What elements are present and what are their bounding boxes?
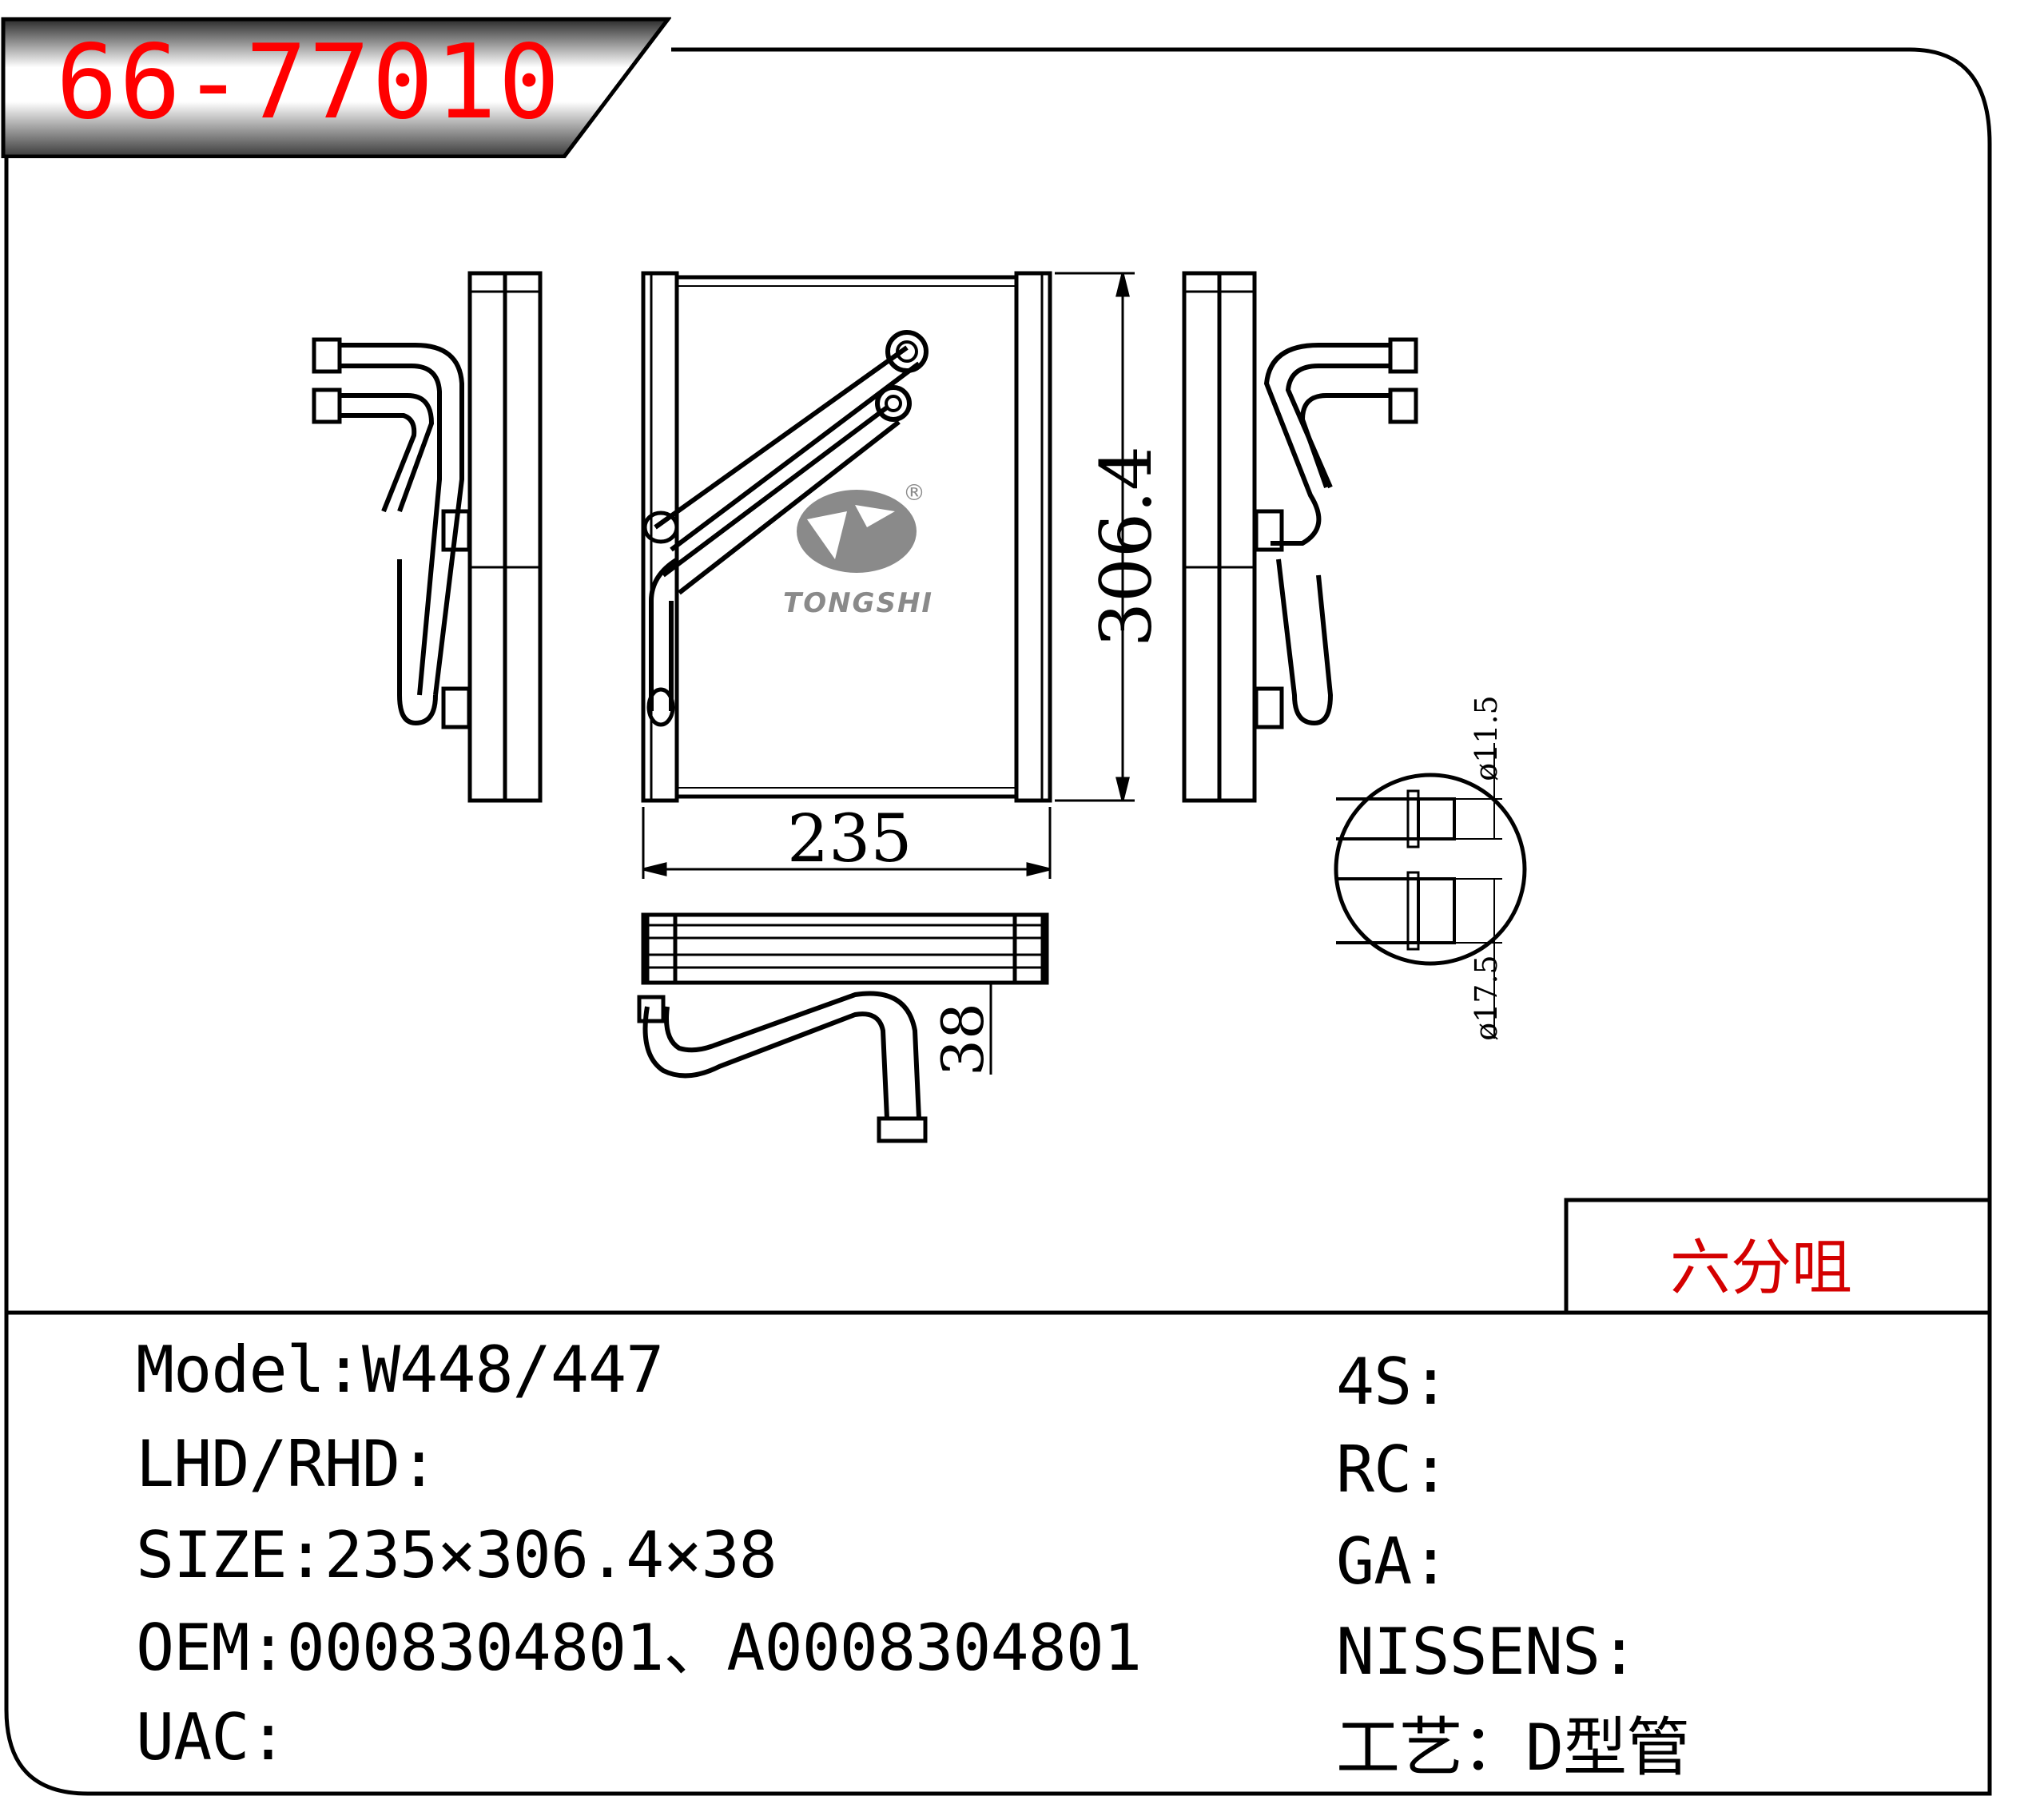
spec-label: NISSENS: [1336, 1615, 1601, 1689]
spec-value: 235×306.4×38: [324, 1518, 777, 1592]
part-number: 66-77010: [56, 23, 562, 142]
pipe-large-diameter-label: ø17.5: [1469, 955, 1504, 1041]
pipe-detail: [1334, 743, 1527, 1039]
spec-label: 工艺: [1336, 1711, 1463, 1785]
spec-separator: :: [249, 1611, 288, 1685]
front-view: [641, 271, 1052, 803]
dimension-width: [642, 807, 1052, 879]
spec-nissens: NISSENS:: [1336, 1620, 1638, 1684]
spec-lhd-rhd: LHD/RHD:: [136, 1433, 438, 1496]
dimension-width-label: 235: [787, 801, 913, 877]
spec-label: RC: [1336, 1433, 1412, 1507]
dimension-depth-label: 38: [929, 1003, 996, 1076]
spec-label: LHD/RHD: [136, 1427, 400, 1501]
dimension-height: [1055, 272, 1135, 802]
spec-oem: OEM:0008304801、A0008304801: [136, 1616, 1142, 1680]
spec-process: 工艺：D型管: [1336, 1716, 1690, 1780]
spec-rc: RC:: [1336, 1438, 1450, 1502]
spec-separator: :: [1411, 1524, 1449, 1599]
title-banner: [1, 17, 671, 158]
spec-label: UAC: [136, 1700, 249, 1774]
spec-4s: 4S:: [1336, 1350, 1450, 1414]
registered-mark: ®: [903, 479, 925, 506]
spec-separator: :: [249, 1700, 288, 1774]
logo-wordmark: TONGSHI: [783, 587, 934, 619]
spec-size: SIZE:235×306.4×38: [136, 1524, 777, 1587]
spec-separator: :: [1600, 1615, 1638, 1689]
spec-value: W448/447: [362, 1333, 664, 1407]
right-side-view: [1182, 271, 1418, 803]
sheet-frame: [4, 47, 1992, 1796]
tongshi-logo: [797, 490, 917, 573]
pipe-small-diameter-label: ø11.5: [1469, 695, 1504, 781]
spec-separator: :: [400, 1427, 438, 1501]
spec-label: SIZE: [136, 1518, 288, 1592]
spec-label: Model: [136, 1333, 325, 1407]
spec-uac: UAC:: [136, 1706, 288, 1770]
spec-separator: :: [286, 1518, 325, 1592]
process-note: 六分咀: [1670, 1232, 1852, 1303]
spec-separator: :: [1411, 1345, 1449, 1419]
spec-label: OEM: [136, 1611, 249, 1685]
spec-model: Model:W448/447: [136, 1338, 664, 1402]
spec-separator: ：: [1462, 1711, 1526, 1785]
top-view: [637, 912, 1049, 1143]
dimension-height-label: 306.4: [1085, 446, 1167, 647]
spec-ga: GA:: [1336, 1530, 1450, 1594]
spec-value: 0008304801、A0008304801: [286, 1611, 1142, 1685]
spec-separator: :: [1411, 1433, 1449, 1507]
left-side-view: [312, 271, 543, 803]
spec-value: D型管: [1525, 1711, 1690, 1785]
spec-label: GA: [1336, 1524, 1412, 1599]
spec-label: 4S: [1336, 1345, 1412, 1419]
spec-separator: :: [324, 1333, 363, 1407]
note-box: [1564, 1198, 1990, 1313]
